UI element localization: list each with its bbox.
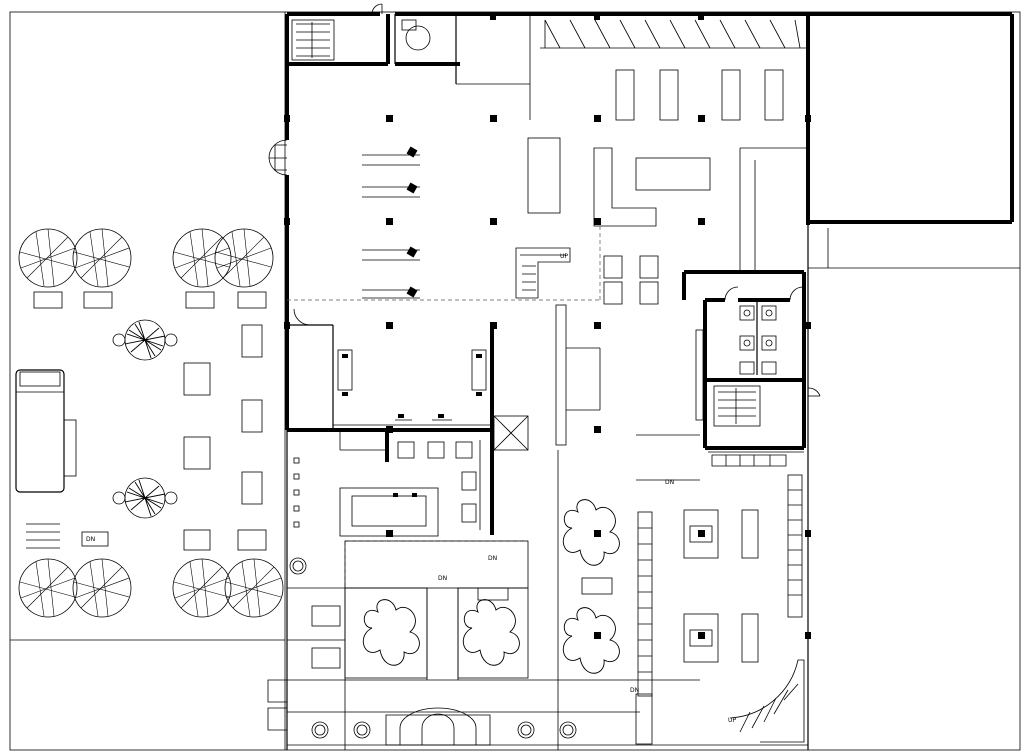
stair-up-label-right: UP (728, 717, 736, 724)
indoor-planters (362, 499, 620, 674)
dashed-lines (287, 226, 601, 588)
outdoor-umbrellas (18, 228, 284, 618)
site-boundary (9, 11, 1021, 751)
display-area-right: UP (581, 451, 805, 743)
seating-center (603, 255, 659, 305)
restroom-block (682, 270, 821, 450)
right-block (739, 147, 808, 270)
lower-left-rooms: DN DN (287, 540, 558, 750)
hall-counters (362, 137, 711, 299)
stair-up-label-center: UP (560, 253, 568, 260)
stair-core-top-left (287, 3, 531, 85)
level-label-dn-d: DN (630, 687, 639, 694)
structural-columns (284, 14, 811, 639)
south-facade: DN (267, 679, 808, 746)
level-label-dn-b: DN (438, 575, 447, 582)
top-stalls (529, 19, 808, 121)
vehicle-icon (15, 369, 77, 493)
small-sign-label: DN (86, 536, 95, 543)
decorative-shrubs (112, 319, 178, 519)
entrance-doors-west (268, 139, 288, 176)
central-stair: UP (515, 247, 571, 299)
chairs-left-wall (289, 457, 307, 575)
outdoor-benches: DN (26, 291, 267, 551)
offices-mid-left (287, 308, 494, 432)
central-strip: DN (493, 304, 700, 750)
exterior-walls (285, 12, 1014, 750)
kitchen-area (339, 428, 494, 537)
level-label-dn-a: DN (665, 479, 674, 486)
level-label-dn-c: DN (488, 555, 497, 562)
